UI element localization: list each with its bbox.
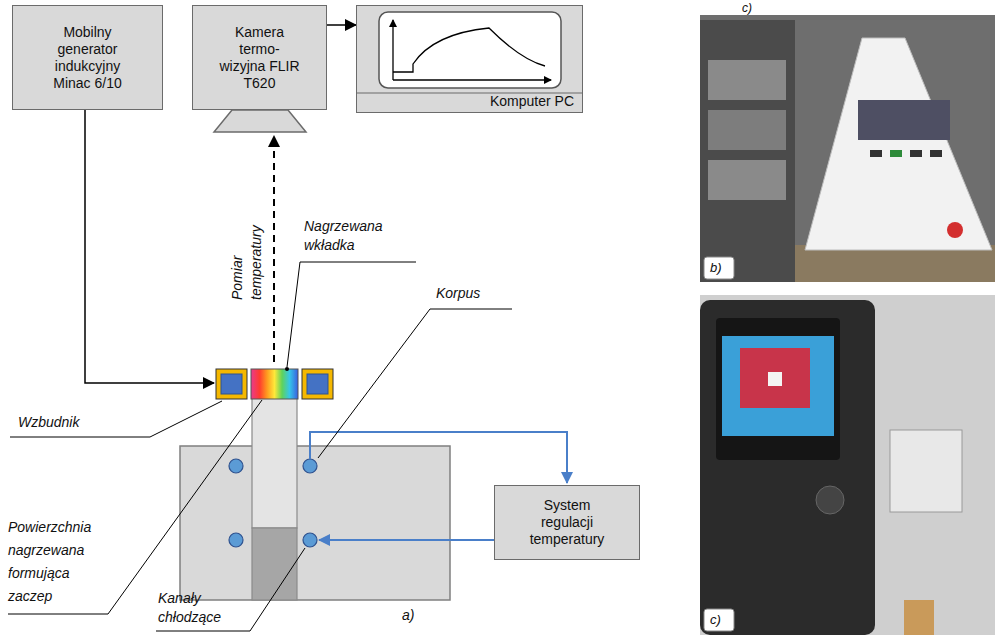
generator-button xyxy=(870,150,882,157)
heated-surface xyxy=(251,369,298,399)
generator-box: Mobilny generator indukcyjny Minac 6/10 xyxy=(12,5,163,110)
part-label: Powierzchnia nagrzewana formująca zaczep xyxy=(8,516,116,608)
insert-column xyxy=(252,398,297,528)
cooling-channel xyxy=(229,459,243,473)
photo-shelf xyxy=(700,20,795,282)
insert-base xyxy=(252,528,297,600)
leader-dot xyxy=(285,367,289,371)
photo-tag xyxy=(704,609,734,631)
box-text: Kamera termo- wizyjna FLIR T620 xyxy=(218,24,302,92)
panel-letter: a) xyxy=(402,606,432,625)
photo-tag xyxy=(704,257,734,279)
measurement-arrow xyxy=(273,136,275,362)
leader-line xyxy=(318,309,512,458)
inductor-core xyxy=(307,374,328,394)
chart-curve xyxy=(393,28,545,72)
coolant-line xyxy=(310,432,567,483)
photo-background xyxy=(700,295,995,635)
generator-button xyxy=(890,150,902,157)
photo-crate xyxy=(708,160,786,200)
box-text: Mobilny generator indukcyjny Minac 6/10 xyxy=(40,24,136,92)
computer-box: Komputer PC xyxy=(356,5,583,113)
chart-axis xyxy=(392,20,393,80)
photo-background xyxy=(700,15,995,282)
coolant-line xyxy=(319,539,494,541)
camera-screen xyxy=(716,318,840,460)
control-box: System regulacji temperatury xyxy=(494,485,640,560)
arrow-connector xyxy=(327,24,356,26)
part-label: Korpus xyxy=(436,284,506,303)
mould-plate xyxy=(890,430,962,512)
part-label: Kanały chłodzące xyxy=(158,589,253,627)
camera-box: Kamera termo- wizyjna FLIR T620 xyxy=(192,5,327,110)
generator-switch xyxy=(947,222,963,238)
panel-letter: b) xyxy=(710,258,734,277)
leader-line xyxy=(287,262,416,367)
photo-table xyxy=(795,245,995,282)
inductor-turn xyxy=(216,369,247,399)
panel-letter: c) xyxy=(710,610,734,629)
photo-crate xyxy=(708,60,786,100)
camera-stand xyxy=(214,110,306,132)
panel-letter: c) xyxy=(742,1,772,15)
part-label: Wzbudnik xyxy=(18,413,118,432)
leader-line xyxy=(156,548,305,631)
cooling-channel xyxy=(303,533,317,547)
box-text: System regulacji temperatury xyxy=(519,497,615,548)
thermal-image xyxy=(722,336,834,436)
box-text: Komputer PC xyxy=(490,93,574,110)
mould-part xyxy=(904,600,934,635)
cooling-channel xyxy=(229,533,243,547)
camera-joystick xyxy=(816,486,844,514)
inductor-turn xyxy=(302,369,333,399)
mould-body xyxy=(180,446,450,600)
power-line xyxy=(85,110,214,383)
inductor-core xyxy=(221,374,242,394)
leader-line xyxy=(8,400,262,614)
cooling-channel xyxy=(303,459,317,473)
generator-housing xyxy=(805,38,992,250)
leader-line xyxy=(10,401,222,437)
thermal-image xyxy=(768,372,782,386)
generator-button xyxy=(910,150,922,157)
thermal-image xyxy=(740,348,810,408)
monitor-screen xyxy=(379,12,561,88)
chart-axis xyxy=(393,79,551,80)
part-label: Nagrzewana wkładka xyxy=(304,217,414,255)
camera-body xyxy=(700,300,875,635)
photo-crate xyxy=(708,110,786,150)
generator-display xyxy=(858,100,950,140)
generator-button xyxy=(930,150,942,157)
arrow-label: Pomiar temperatury xyxy=(228,200,266,300)
